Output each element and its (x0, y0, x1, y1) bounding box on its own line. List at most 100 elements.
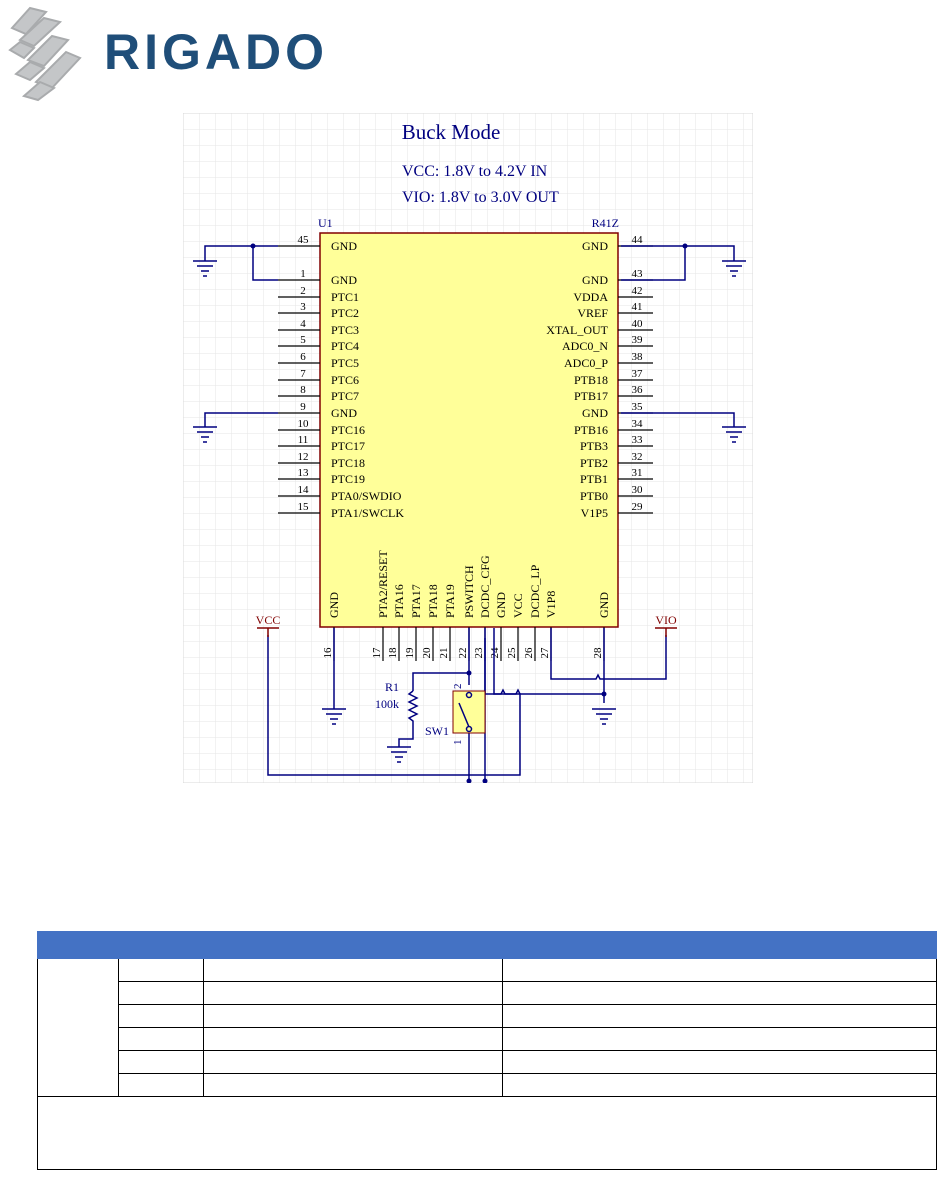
pin-name: PTA18 (426, 584, 440, 618)
pin-name: PTB3 (580, 439, 608, 453)
table-cell (203, 1050, 503, 1074)
ground-icon (592, 708, 616, 725)
ground-icon (322, 708, 346, 725)
pin-number: 8 (300, 384, 306, 396)
pin-name: PTC16 (331, 423, 365, 437)
right-pin-32: 32 PTB2 (580, 451, 653, 470)
pin-name: V1P5 (581, 506, 608, 520)
pin-name: VREF (577, 306, 608, 320)
pswitch-wire (412, 628, 470, 691)
pin-name: GND (582, 273, 608, 287)
ground-symbols (193, 260, 746, 763)
pin-number: 32 (632, 451, 643, 463)
pin-name: XTAL_OUT (546, 323, 608, 337)
pin-name: PTC18 (331, 456, 365, 470)
table-cell (203, 958, 503, 982)
left-pin-10: 10 PTC16 (278, 418, 365, 437)
u1-designator: U1 (318, 216, 333, 230)
gnd-wire-right-pin43 (621, 246, 686, 281)
pin-name: PTC3 (331, 323, 359, 337)
pin-number: 37 (632, 368, 644, 380)
pin-name: PTC5 (331, 356, 359, 370)
pin-name: GND (494, 592, 508, 618)
table-header-row (37, 931, 937, 959)
table-row (38, 1073, 937, 1097)
sw1-switch-icon (458, 691, 473, 733)
vio-port-label: VIO (655, 613, 677, 627)
u1-module-body (319, 232, 619, 628)
pin-name: PTB18 (574, 373, 608, 387)
pin-name: PTB0 (580, 489, 608, 503)
table-row (38, 1027, 937, 1051)
r1-designator: R1 (385, 680, 399, 694)
rigado-wordmark: RIGADO (104, 24, 328, 80)
table-cell (203, 1027, 503, 1051)
pin-name: DCDC_LP (528, 564, 542, 618)
ground-icon (387, 746, 411, 763)
r1-value: 100k (375, 697, 399, 711)
vio-power-port (655, 627, 677, 637)
table-header-cell (203, 931, 503, 959)
rigado-logo (8, 6, 82, 102)
table-cell (203, 981, 503, 1005)
table-cell (118, 981, 204, 1005)
pin-name: GND (327, 592, 341, 618)
table-row (38, 981, 937, 1005)
pin-name: PTC19 (331, 472, 365, 486)
pin-name: PTC4 (331, 339, 359, 353)
pin-number: 9 (300, 401, 306, 413)
pin-number: 17 (371, 647, 383, 659)
gnd-wire-left-pin9 (204, 412, 278, 427)
table-note-row (37, 1096, 937, 1170)
pin-number: 31 (632, 467, 643, 479)
pin-name: PTA1/SWCLK (331, 506, 404, 520)
pin-number: 19 (404, 647, 416, 659)
table-cell (118, 1027, 204, 1051)
r1-resistor-icon (407, 690, 419, 725)
pin-name: VDDA (573, 290, 608, 304)
sw1-designator: SW1 (425, 724, 449, 738)
pin-number: 10 (298, 418, 310, 430)
pin-name: PTB17 (574, 389, 608, 403)
table-row (37, 958, 937, 1097)
pin-number: 16 (322, 647, 334, 659)
u1-part-name: R41Z (592, 216, 619, 230)
pin-number: 39 (632, 334, 644, 346)
pin-name: DCDC_CFG (478, 555, 492, 618)
gnd-wire-right-top (621, 245, 735, 261)
pin-number: 20 (421, 647, 433, 659)
table-row (38, 1004, 937, 1028)
pin-name: PTB2 (580, 456, 608, 470)
pin-number: 21 (438, 648, 450, 659)
pin-name: PTC7 (331, 389, 359, 403)
junction-dots (250, 243, 688, 783)
table-cell (203, 1004, 503, 1028)
pin-number: 34 (632, 418, 644, 430)
pin-number: 40 (632, 318, 644, 330)
pin-number: 4 (300, 318, 306, 330)
right-pin-37: 37 PTB18 (574, 368, 653, 387)
table-group-cell (37, 958, 119, 1097)
pin-name: ADC0_P (564, 356, 608, 370)
vcc-range-note: VCC: 1.8V to 4.2V IN (402, 163, 548, 180)
pin-name: GND (582, 239, 608, 253)
vio-range-note: VIO: 1.8V to 3.0V OUT (402, 189, 559, 206)
pin-name: V1P8 (544, 591, 558, 618)
